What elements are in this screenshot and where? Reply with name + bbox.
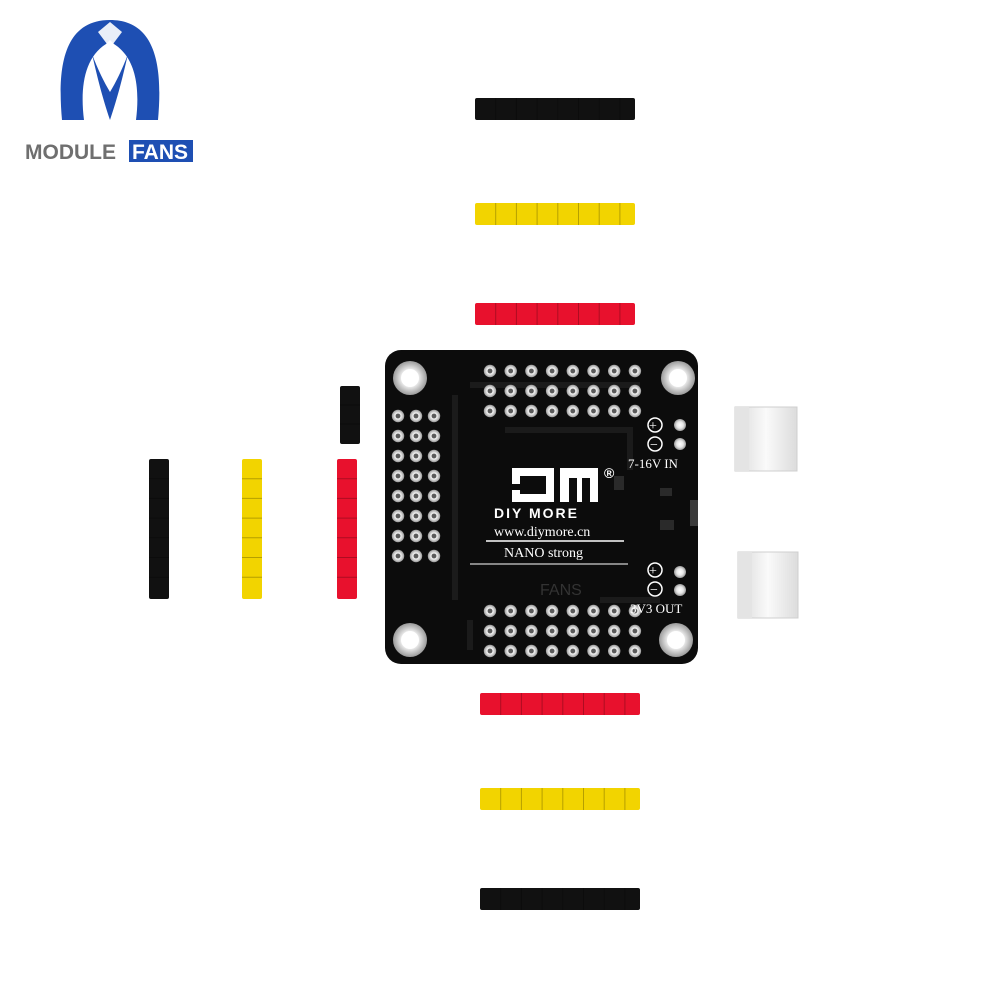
input-voltage-label: 7-16V IN [628, 456, 679, 471]
top-yellow-header [475, 155, 635, 250]
logo-word-fans: FANS [132, 141, 188, 164]
pin-headers [100, 55, 640, 955]
smd-component [660, 488, 672, 496]
pcb-traces [452, 382, 660, 650]
header-housing [480, 888, 640, 910]
brand-line: DIY MORE [494, 505, 579, 521]
power-output-terminal: + − 3V3 OUT [630, 562, 686, 616]
header-housing [475, 98, 635, 120]
bottom-red-header [480, 664, 640, 760]
header-housing [480, 693, 640, 715]
model-label: NANO strong [504, 546, 583, 561]
smd-component [690, 500, 698, 526]
bottom-black-header [480, 865, 640, 955]
registered-mark: ® [604, 465, 615, 481]
watermark-text: FANS [540, 582, 582, 599]
bottom-yellow-header [480, 765, 640, 860]
header-housing [340, 386, 360, 444]
left-black-header [100, 459, 195, 599]
output-plus-symbol: + [649, 564, 657, 579]
top-black-header [475, 55, 635, 150]
output-connector [710, 551, 799, 619]
header-housing [337, 459, 357, 599]
header-housing [475, 203, 635, 225]
logo-word-module: MODULE [25, 141, 116, 164]
smd-component [660, 520, 674, 530]
logo-emblem-icon [60, 20, 160, 120]
input-minus-symbol: − [650, 438, 658, 453]
modulefans-logo: MODULE FANS [25, 20, 193, 164]
input-plus-symbol: + [649, 419, 657, 434]
header-housing [480, 788, 640, 810]
pcb-board: ® DIY MORE www.diymore.cn NANO strong FA… [385, 350, 698, 664]
left-red-header [290, 459, 378, 599]
output-minus-symbol: − [650, 583, 658, 598]
left-yellow-header [195, 459, 290, 599]
top-red-header [475, 255, 635, 350]
output-voltage-label: 3V3 OUT [630, 601, 682, 616]
left-small-black-header [283, 386, 378, 444]
input-connector [705, 406, 798, 472]
header-housing [242, 459, 262, 599]
diymore-logo: ® [512, 465, 615, 502]
smd-component [614, 476, 624, 490]
website-label: www.diymore.cn [494, 525, 590, 540]
header-housing [475, 303, 635, 325]
power-input-terminal: + − 7-16V IN [628, 417, 686, 471]
header-housing [149, 459, 169, 599]
logo-word-fans-box [129, 140, 193, 162]
